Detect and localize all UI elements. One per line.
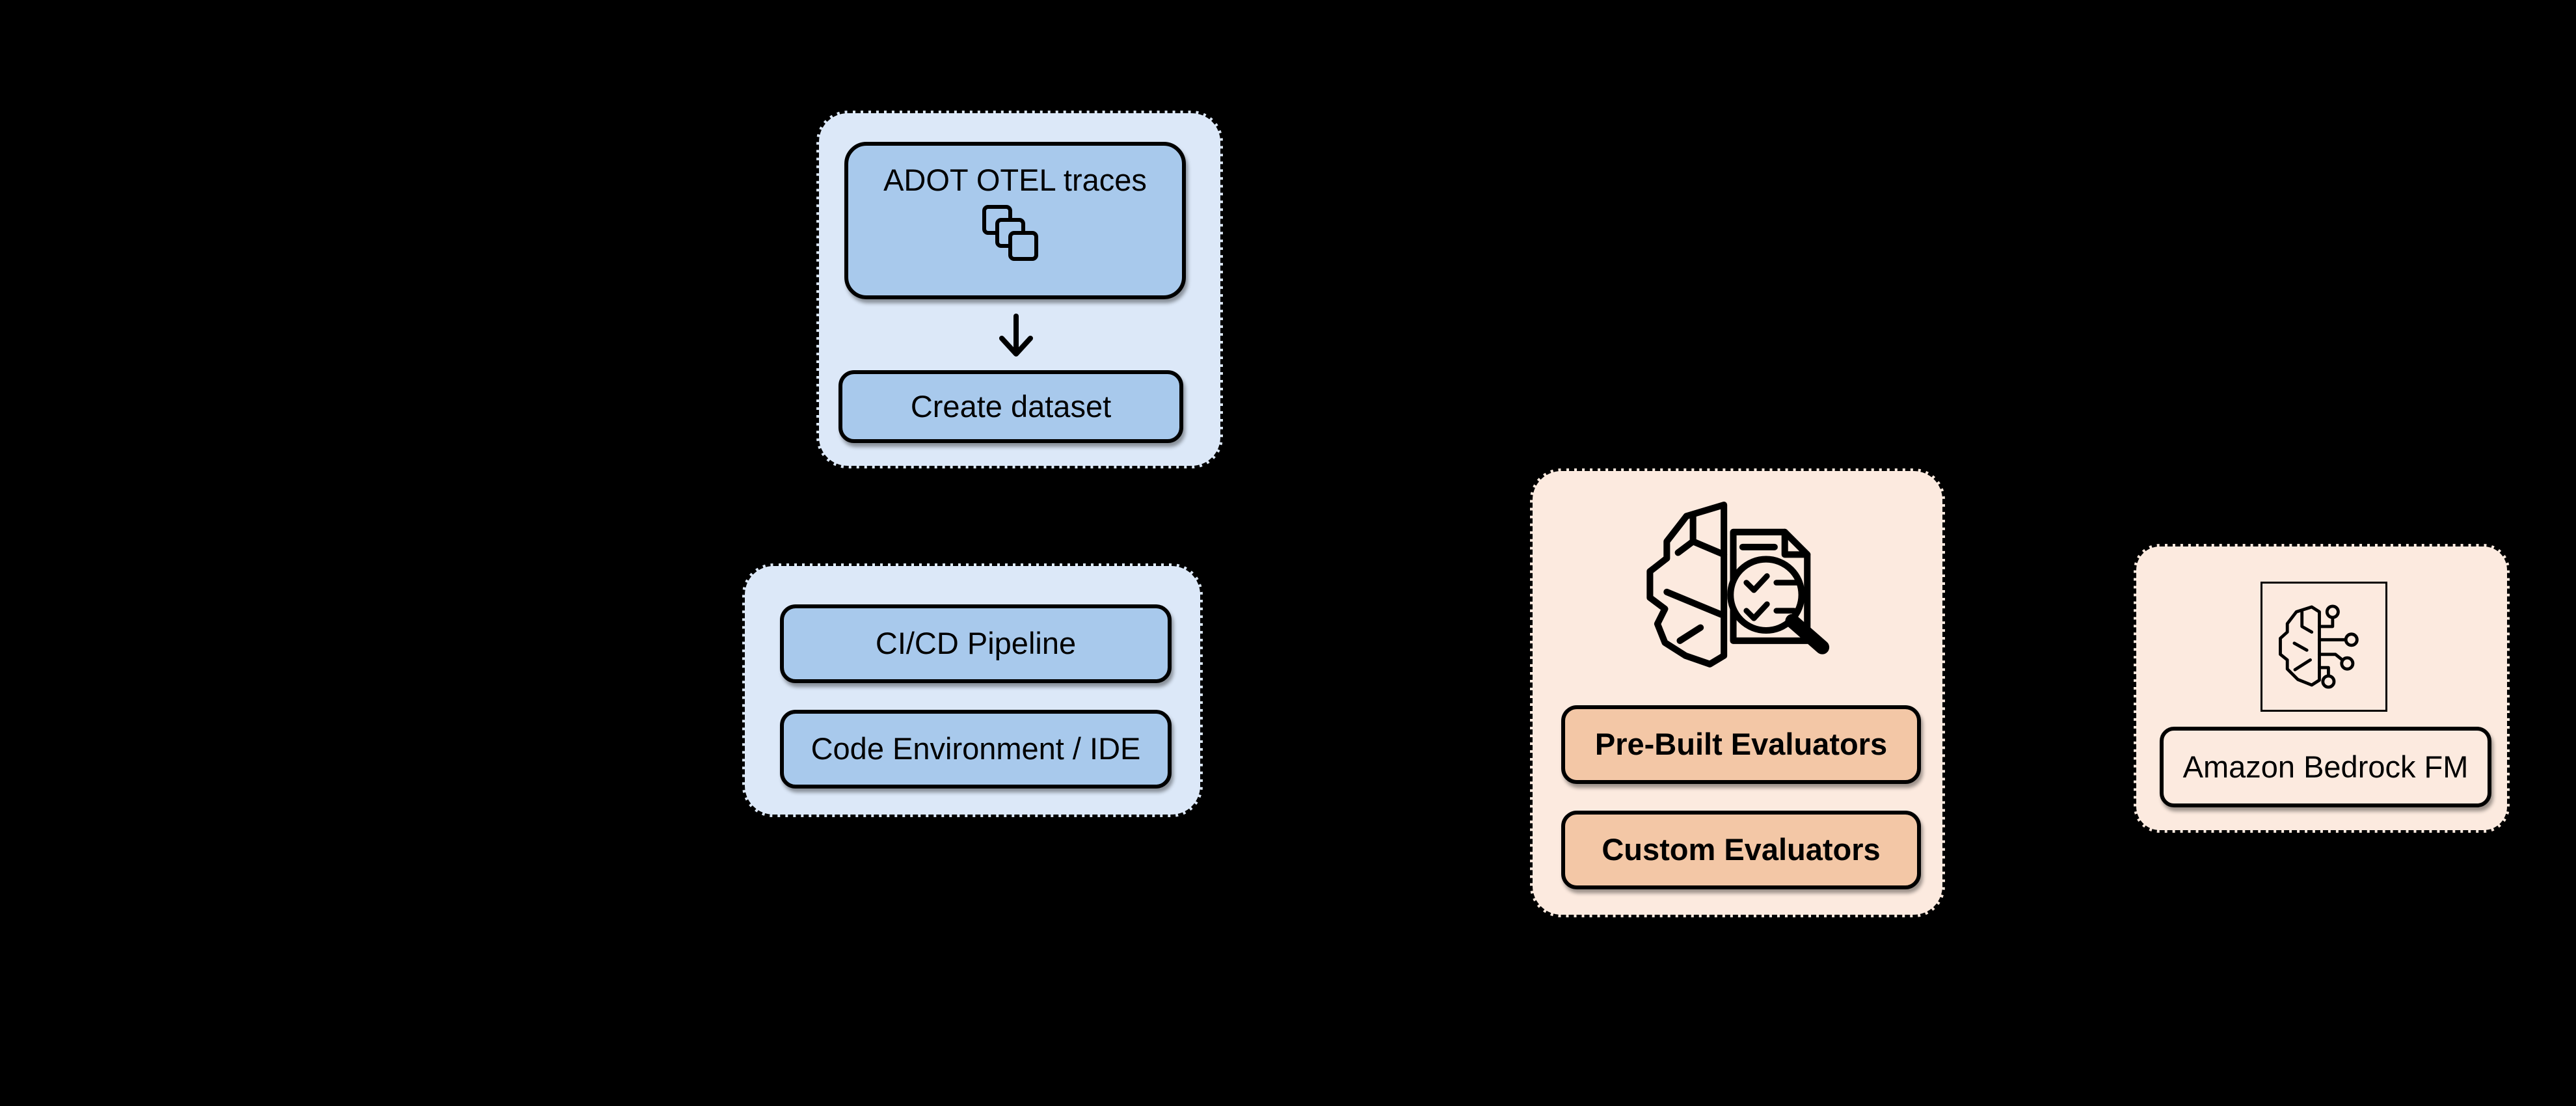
cicd-pipeline-box: CI/CD Pipeline bbox=[780, 604, 1172, 683]
custom-evaluators-label: Custom Evaluators bbox=[1602, 832, 1881, 867]
copy-stacked-squares-icon bbox=[980, 203, 1051, 268]
traces-to-dataset-arrow bbox=[994, 312, 1038, 362]
brain-circuit-icon bbox=[2275, 598, 2373, 695]
prebuilt-evaluators-label: Pre-Built Evaluators bbox=[1594, 727, 1888, 762]
code-environment-ide-label: Code Environment / IDE bbox=[811, 731, 1141, 766]
adot-otel-traces-box: ADOT OTEL traces bbox=[844, 142, 1186, 299]
create-dataset-box: Create dataset bbox=[839, 370, 1183, 443]
brain-document-magnifier-icon bbox=[1533, 498, 1942, 669]
custom-evaluators-box: Custom Evaluators bbox=[1561, 811, 1921, 889]
down-arrow-icon bbox=[995, 312, 1037, 362]
prebuilt-evaluators-box: Pre-Built Evaluators bbox=[1561, 705, 1921, 784]
cicd-pipeline-label: CI/CD Pipeline bbox=[875, 626, 1077, 661]
traces-group-container: ADOT OTEL traces Create dataset bbox=[816, 111, 1223, 468]
adot-otel-traces-label: ADOT OTEL traces bbox=[883, 163, 1147, 197]
bedrock-group-container: Amazon Bedrock FM bbox=[2134, 544, 2510, 833]
dev-environment-group-container: CI/CD Pipeline Code Environment / IDE bbox=[742, 563, 1203, 817]
amazon-bedrock-fm-label: Amazon Bedrock FM bbox=[2182, 749, 2469, 784]
bedrock-icon-frame bbox=[2261, 582, 2387, 712]
amazon-bedrock-fm-box: Amazon Bedrock FM bbox=[2160, 727, 2491, 807]
create-dataset-label: Create dataset bbox=[910, 388, 1112, 424]
code-environment-ide-box: Code Environment / IDE bbox=[780, 710, 1172, 789]
evaluators-group-container: Pre-Built Evaluators Custom Evaluators bbox=[1530, 468, 1945, 917]
